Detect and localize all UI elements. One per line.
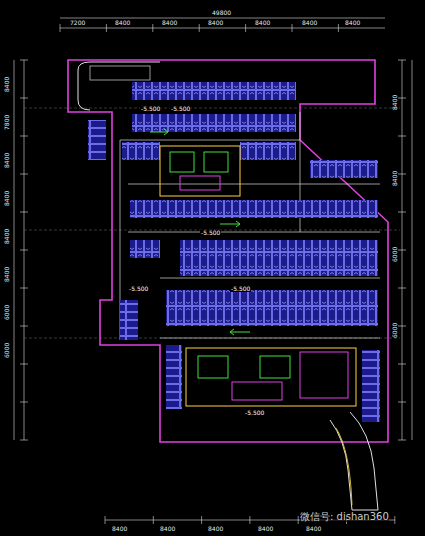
dimension-tick	[398, 136, 406, 137]
dimension-text: 8400	[4, 191, 10, 206]
direction-arrows	[150, 129, 250, 335]
dimension-tick	[394, 516, 395, 524]
dimension-text: 8400	[208, 20, 223, 26]
dimension-tick	[398, 288, 406, 289]
elevation-label: -5.500	[244, 410, 265, 416]
dimension-tick	[20, 250, 28, 251]
dimension-tick	[20, 288, 28, 289]
dimension-text: 6000	[4, 343, 10, 358]
garage-outline	[68, 60, 388, 442]
dimension-tick	[398, 326, 406, 327]
dimension-text: 8400	[345, 20, 360, 26]
dimension-text: 8400	[4, 153, 10, 168]
dimension-tick	[20, 98, 28, 99]
dimension-tick	[20, 326, 28, 327]
dimension-tick	[20, 440, 28, 441]
dimension-tick	[298, 516, 299, 524]
dimension-tick	[106, 24, 107, 32]
elevation-label: -5.500	[200, 230, 221, 236]
dimension-text: 8400	[302, 20, 317, 26]
drive-lanes	[120, 112, 380, 340]
dimension-tick	[292, 24, 293, 32]
dimension-lines	[14, 18, 412, 520]
dimension-text: 8400	[392, 171, 398, 186]
dimension-ticks	[20, 24, 406, 524]
dimension-tick	[398, 174, 406, 175]
dimension-text: 7200	[70, 20, 85, 26]
dimension-text: 8400	[115, 20, 130, 26]
dimension-tick	[20, 60, 28, 61]
dimension-text: 8400	[112, 526, 127, 532]
dimension-text: 8400	[255, 20, 270, 26]
dimension-tick	[398, 98, 406, 99]
dimension-tick	[398, 60, 406, 61]
dimension-text: 6000	[392, 323, 398, 338]
dimension-tick	[20, 174, 28, 175]
dimension-tick	[245, 24, 246, 32]
dimension-tick	[20, 212, 28, 213]
dimension-text: 8400	[160, 526, 175, 532]
elevation-label: -5.500	[140, 106, 161, 112]
dimension-tick	[153, 516, 154, 524]
dimension-text: 8400	[162, 20, 177, 26]
dimension-text: 8400	[208, 526, 223, 532]
dimension-text: 8400	[392, 95, 398, 110]
dimension-tick	[398, 402, 406, 403]
dimension-text: 8400	[4, 229, 10, 244]
dimension-tick	[398, 440, 406, 441]
elevation-label: -5.500	[128, 286, 149, 292]
parking-stall-rows	[88, 82, 380, 422]
elevation-label: -5.500	[230, 286, 251, 292]
elevation-label: -5.500	[170, 106, 191, 112]
dimension-tick	[201, 516, 202, 524]
dimension-text: 6000	[392, 247, 398, 262]
dimension-tick	[60, 24, 61, 32]
building-cores	[160, 146, 356, 406]
dimension-text: 8400	[4, 267, 10, 282]
dimension-text: 7800	[4, 115, 10, 130]
dimension-text: 49800	[212, 10, 231, 16]
dimension-tick	[20, 136, 28, 137]
dimension-tick	[20, 364, 28, 365]
dimension-tick	[398, 364, 406, 365]
dimension-text: 6000	[4, 305, 10, 320]
dimension-text: 8400	[4, 77, 10, 92]
watermark: 微信号: dishan360	[300, 512, 389, 522]
ramp-bottom	[330, 412, 378, 510]
dimension-tick	[199, 24, 200, 32]
dimension-tick	[105, 516, 106, 524]
dimension-text: 8400	[306, 526, 321, 532]
dimension-tick	[338, 24, 339, 32]
dimension-tick	[398, 250, 406, 251]
grid-axes	[24, 108, 400, 338]
dimension-text: 8400	[258, 526, 273, 532]
dimension-tick	[20, 402, 28, 403]
dimension-tick	[398, 212, 406, 213]
dimension-tick	[152, 24, 153, 32]
ramp-edge	[336, 428, 352, 505]
dimension-tick	[249, 516, 250, 524]
